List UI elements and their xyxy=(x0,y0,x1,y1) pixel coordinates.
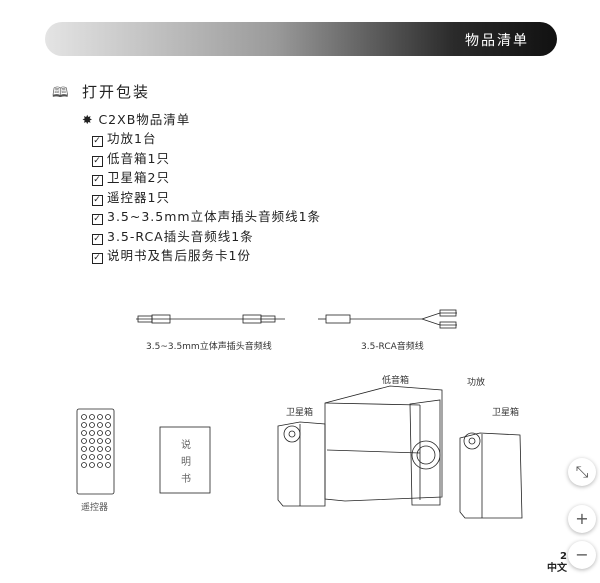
remote-button-mark xyxy=(89,454,95,460)
remote-illustration xyxy=(76,408,115,495)
remote-label: 遥控器 xyxy=(81,503,109,513)
checkbox-icon: ✓ xyxy=(92,253,103,264)
remote-button-mark xyxy=(81,422,87,428)
remote-button-mark xyxy=(89,422,95,428)
remote-button-mark xyxy=(81,454,87,460)
remote-button-mark xyxy=(97,446,103,452)
book-icon: 🕮 xyxy=(52,85,71,101)
product-illustrations xyxy=(76,309,523,519)
zoom-in-button[interactable]: + xyxy=(568,505,596,533)
remote-button-mark xyxy=(105,446,111,452)
list-item: ✓说明书及售后服务卡1份 xyxy=(92,248,251,264)
remote-button-mark xyxy=(81,462,87,468)
satellite-right-label: 卫星箱 xyxy=(492,408,520,418)
list-item: ✓功放1台 xyxy=(92,131,157,147)
remote-button-mark xyxy=(105,414,111,420)
section-heading: 🕮 打开包装 xyxy=(52,81,150,106)
list-item: ✓3.5-RCA插头音频线1条 xyxy=(92,228,254,245)
cable-rca-illustration xyxy=(318,309,457,329)
satellite-left-label: 卫星箱 xyxy=(286,408,314,418)
remote-button-mark xyxy=(89,430,95,436)
list-item: ✓遥控器1只 xyxy=(92,189,170,206)
remote-button-mark xyxy=(97,430,103,436)
speaker-set-illustration xyxy=(277,385,523,519)
checkbox-icon: ✓ xyxy=(92,136,103,147)
cable-3.5-label: 3.5~3.5mm立体声插头音频线 xyxy=(146,342,272,352)
item-list: ✓功放1台 ✓低音箱1只 ✓卫星箱2只 ✓遥控器1只 ✓3.5~3.5mm立体声… xyxy=(92,129,321,266)
cable-3.5-illustration xyxy=(136,314,285,324)
remote-button-mark xyxy=(105,430,111,436)
remote-button-mark xyxy=(81,414,87,420)
remote-button-mark xyxy=(105,462,111,468)
remote-button-mark xyxy=(81,438,87,444)
remote-button-mark xyxy=(89,462,95,468)
checkbox-icon: ✓ xyxy=(92,155,103,167)
remote-button-mark xyxy=(81,446,87,452)
zoom-out-button[interactable]: − xyxy=(568,541,596,569)
list-item: ✓3.5~3.5mm立体声插头音频线1条 xyxy=(92,209,322,225)
fit-page-button[interactable]: ⤡ xyxy=(568,458,596,486)
header-title: 物品清单 xyxy=(465,33,529,49)
remote-button-mark xyxy=(97,414,103,420)
list-item: ✓低音箱1只 xyxy=(92,150,170,167)
checkbox-icon: ✓ xyxy=(92,175,103,186)
remote-button-mark xyxy=(89,446,95,452)
remote-button-mark xyxy=(89,438,95,444)
remote-button-mark xyxy=(89,414,95,420)
remote-button-mark xyxy=(105,422,111,428)
section-title: 打开包装 xyxy=(82,83,151,101)
remote-button-mark xyxy=(105,438,111,444)
remote-button-mark xyxy=(97,462,103,468)
remote-button-mark xyxy=(97,454,103,460)
remote-button-mark xyxy=(105,454,111,460)
manual-label: 说明书 xyxy=(181,440,191,485)
list-item: ✓卫星箱2只 xyxy=(92,170,170,186)
bullet-icon: ✸ xyxy=(82,112,99,127)
list-title: ✸ C2XB物品清单 xyxy=(82,112,191,127)
checkbox-icon: ✓ xyxy=(92,233,103,245)
cable-rca-label: 3.5-RCA音频线 xyxy=(361,342,424,352)
header-bar: 物品清单 xyxy=(45,22,557,56)
subwoofer-label: 低音箱 xyxy=(382,376,410,386)
manual-illustration xyxy=(159,426,211,494)
remote-button-mark xyxy=(97,438,103,444)
remote-button-mark xyxy=(81,430,87,436)
amp-label: 功放 xyxy=(467,378,486,388)
checkbox-icon: ✓ xyxy=(92,214,103,225)
remote-button-mark xyxy=(97,422,103,428)
checkbox-icon: ✓ xyxy=(92,194,103,206)
